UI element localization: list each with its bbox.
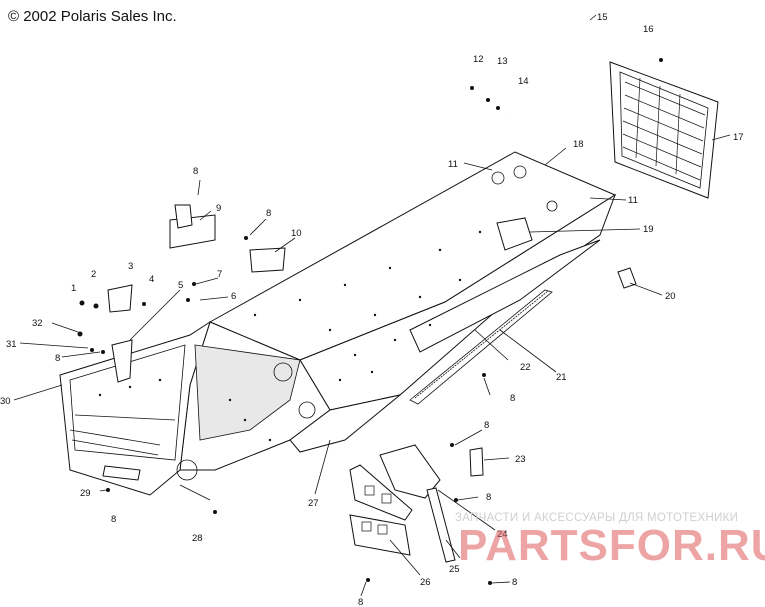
- callout-19: 19: [643, 224, 654, 235]
- callout-20: 20: [665, 291, 676, 302]
- watermark-logo: PARTSFOR.RU: [458, 521, 765, 570]
- callout-12: 12: [473, 54, 484, 65]
- callout-23: 23: [515, 454, 526, 465]
- callout-28: 28: [192, 533, 203, 544]
- callout-26: 26: [420, 577, 431, 588]
- callout-8g: 8: [111, 514, 116, 525]
- callout-29: 29: [80, 488, 91, 499]
- callout-4: 4: [149, 274, 154, 285]
- snow-flap: [609, 61, 719, 199]
- bracket-20: [617, 267, 637, 289]
- callout-10: 10: [291, 228, 302, 239]
- callout-3: 3: [128, 261, 133, 272]
- callout-8c: 8: [55, 353, 60, 364]
- callout-8d: 8: [510, 393, 515, 404]
- callout-8h: 8: [512, 577, 517, 588]
- callout-8a: 8: [193, 166, 198, 177]
- callout-8f: 8: [486, 492, 491, 503]
- bracket-9: [169, 204, 216, 249]
- rear-grab-bar: [414, 9, 595, 120]
- callout-16: 16: [643, 24, 654, 35]
- callout-24: 24: [497, 529, 508, 540]
- callout-17: 17: [733, 132, 744, 143]
- callout-6: 6: [231, 291, 236, 302]
- copyright-text: © 2002 Polaris Sales Inc.: [8, 8, 177, 25]
- callout-27: 27: [308, 498, 319, 509]
- callout-31: 31: [6, 339, 17, 350]
- chassis-tunnel: [59, 151, 617, 496]
- callout-11b: 11: [628, 195, 638, 206]
- callout-32: 32: [32, 318, 43, 329]
- callout-13: 13: [497, 56, 508, 67]
- callout-15: 15: [597, 12, 608, 23]
- callout-21: 21: [556, 372, 567, 383]
- fasteners: [77, 58, 663, 585]
- callout-11a: 11: [448, 159, 458, 170]
- strap-25: [426, 487, 456, 563]
- bracket-10: [249, 247, 286, 273]
- callout-8i: 8: [358, 597, 363, 607]
- callout-14: 14: [518, 76, 529, 87]
- leader-lines: [13, 14, 731, 597]
- callout-labels: 15 16 12 13 14 17 18 11 11 19 20 21 22 8…: [0, 12, 744, 607]
- callout-5: 5: [178, 280, 183, 291]
- bumper-parts-24-26: [349, 444, 441, 556]
- callout-25: 25: [449, 564, 460, 575]
- bracket-3: [107, 284, 133, 313]
- bracket-23: [469, 447, 484, 477]
- callout-18: 18: [573, 139, 584, 150]
- watermark-tagline: ЗАПЧАСТИ И АКСЕССУАРЫ ДЛЯ МОТОТЕХНИКИ: [455, 512, 739, 524]
- bracket-5: [111, 339, 133, 383]
- callout-7: 7: [217, 269, 222, 280]
- callout-8b: 8: [266, 208, 271, 219]
- callout-30: 30: [0, 396, 11, 407]
- callout-22: 22: [520, 362, 531, 373]
- callout-8e: 8: [484, 420, 489, 431]
- callout-2: 2: [91, 269, 96, 280]
- callout-1: 1: [71, 283, 76, 294]
- callout-9: 9: [216, 203, 221, 214]
